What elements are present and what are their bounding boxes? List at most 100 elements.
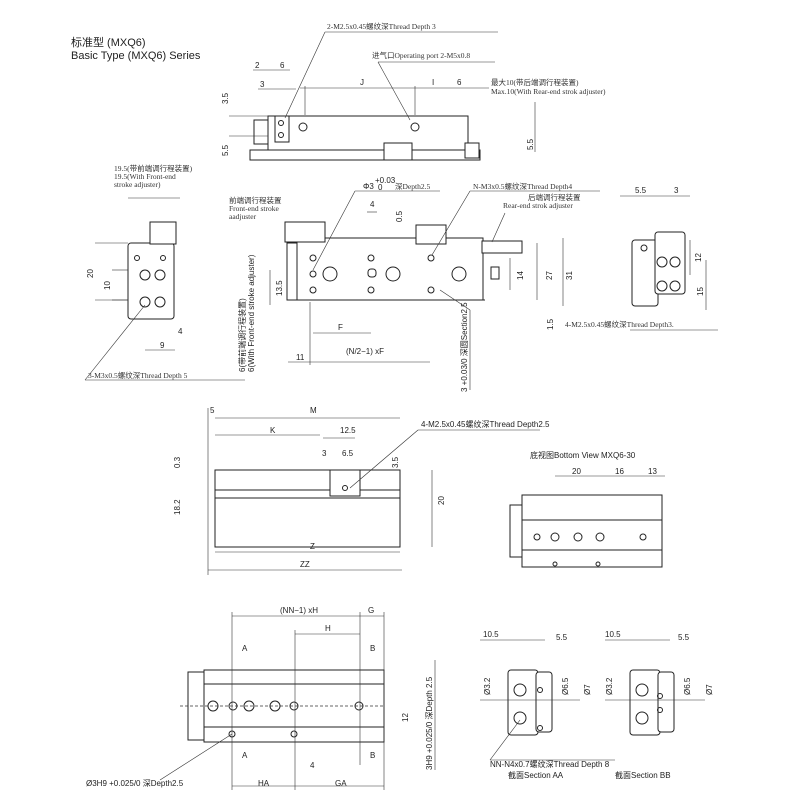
dim: 27 [545, 271, 554, 280]
dim: A [242, 644, 248, 653]
side-thread-note: 4-M2.5x0.45螺纹深Thread Depth2.5 [421, 419, 550, 429]
dim: Ø3.2 [605, 677, 614, 695]
dim: 6.5 [342, 449, 354, 458]
left-thread-note: 3-M3x0.5螺纹深Thread Depth 5 [88, 370, 188, 380]
dim: F [338, 323, 343, 332]
pin-note: Ø3H9 +0.025/0 深Depth2.5 [86, 779, 184, 788]
dim: K [270, 426, 276, 435]
dim: B [370, 644, 375, 653]
dim: 3.5 [221, 92, 230, 104]
rear-adj-cn: 后端调行程装置 [528, 192, 581, 202]
dim: 12 [694, 253, 703, 262]
dim: (NN−1) xH [280, 606, 318, 615]
dim: 6 [457, 78, 462, 87]
dim: Z [310, 542, 315, 551]
dim: A [242, 751, 248, 760]
dim: 20 [86, 269, 95, 278]
dim: G [368, 606, 374, 615]
thread-note: NN-N4x0.7螺纹深Thread Depth 8 [490, 759, 610, 769]
front-adj-en1: Front-end stroke [229, 204, 279, 213]
dim: 11 [296, 353, 305, 362]
dim: 10 [103, 281, 112, 290]
left-end-view: 19.5(带前端调行程装置) 19.5(With Front-end strok… [84, 163, 245, 381]
lower-view: (NN−1) xH G H A B A B 12 4 HA GA Ø3H9 +0… [86, 606, 436, 790]
side-note-en: 6(With Front-end stroke adjuster) [247, 254, 256, 372]
dim: 4 [310, 761, 315, 770]
pin-hole: Φ3 [363, 182, 374, 191]
top-view: 2-M2.5x0.45螺纹深Thread Depth 3 进气口Operatin… [221, 21, 606, 161]
dim: I [432, 78, 434, 87]
bottom-view-title: 底视图Bottom View MXQ6-30 [530, 450, 636, 460]
pin-tol-lower: 0 [378, 183, 383, 192]
right-thread-note: 4-M2.5x0.45螺纹深Thread Depth3. [565, 319, 674, 329]
section-aa: 10.5 5.5 Ø3.2 Ø6.5 Ø7 NN-N4x0.7螺纹深Thread… [480, 630, 615, 780]
section-bb: 10.5 5.5 Ø3.2 Ø6.5 Ø7 截面Section BB [605, 630, 714, 780]
dim: 3 [674, 186, 679, 195]
dim: 13.5 [275, 280, 284, 296]
left-note-en1: 19.5(With Front-end [114, 172, 176, 181]
dim: 12 [401, 713, 410, 722]
section-note: 3 +0.03/0 深圆Section2.5 [460, 302, 469, 392]
dim: 15 [696, 287, 705, 296]
dim: 1.5 [546, 318, 555, 330]
dim: H [325, 624, 331, 633]
pin-depth: 深Depth2.5 [395, 182, 430, 191]
dim: 5.5 [678, 633, 690, 642]
section-bb-label: 截面Section BB [615, 770, 671, 780]
dim: 16 [615, 467, 624, 476]
dim: 10.5 [483, 630, 499, 639]
dim: 3 [322, 449, 327, 458]
top-port-note: 进气口Operating port 2-M5x0.8 [372, 50, 470, 60]
dim: GA [335, 779, 347, 788]
dim: 14 [516, 271, 525, 280]
dim: ZZ [300, 560, 310, 569]
top-max-note-cn: 最大10(带后端调行程装置) [491, 77, 579, 87]
dim: 5.5 [526, 138, 535, 150]
bottom-view: 底视图Bottom View MXQ6-30 20 16 13 [509, 450, 665, 568]
dim: 10.5 [605, 630, 621, 639]
front-adj-cn: 前端调行程装置 [229, 195, 282, 205]
dim: 3.5 [391, 456, 400, 468]
dim: M [310, 406, 317, 415]
left-note-en2: stroke adjuster) [114, 180, 161, 189]
dim: 4 [370, 200, 375, 209]
dim: Ø7 [705, 684, 714, 695]
dim: Ø3.2 [483, 677, 492, 695]
dim: 13 [648, 467, 657, 476]
rear-adj-en: Rear-end strok adjuster [503, 201, 573, 210]
dim: 0.3 [173, 456, 182, 468]
dim: 5 [210, 406, 215, 415]
dim: 5.5 [635, 186, 647, 195]
dim: 5.5 [221, 144, 230, 156]
holes [309, 254, 467, 294]
dim: 2 [255, 61, 260, 70]
dim: B [370, 751, 375, 760]
left-note-cn: 19.5(带前端调行程装置) [114, 163, 193, 173]
dim: 9 [160, 341, 165, 350]
dim: 18.2 [173, 499, 182, 515]
dim: 6 [280, 61, 285, 70]
main-view: 前端调行程装置 Front-end stroke aadjuster Φ3 +0… [229, 176, 600, 392]
title-cn: 标准型 (MXQ6) [71, 35, 146, 49]
side-view: 5 M K 12.5 3 6.5 3.5 0.3 18.2 20 Z ZZ 4-… [173, 406, 550, 575]
dim: 31 [565, 271, 574, 280]
dim: Ø7 [583, 684, 592, 695]
n-thread-note: N-M3x0.5螺纹深Thread Depth4 [473, 181, 572, 191]
dim: Ø6.5 [561, 677, 570, 695]
formula: (N/2−1) xF [346, 347, 384, 356]
pin-tol-upper: +0.03 [375, 176, 396, 185]
side-note-cn: 6(带前端调行程装置) [237, 298, 247, 372]
dim: 3 [260, 80, 265, 89]
title-en: Basic Type (MXQ6) Series [71, 50, 201, 62]
dim: 12.5 [340, 426, 356, 435]
right-end-view: 5.5 3 12 15 4-M2.5x0.45螺纹深Thread Depth3. [565, 186, 718, 331]
lower-side-note: 3H9 +0.025/0 深Depth 2.5 [425, 676, 434, 770]
dim: 4 [178, 327, 183, 336]
top-thread-note: 2-M2.5x0.45螺纹深Thread Depth 3 [327, 21, 436, 31]
front-adj-en2: aadjuster [229, 212, 257, 221]
dim: 20 [437, 496, 446, 505]
dim: HA [258, 779, 270, 788]
dim: 0.5 [395, 210, 404, 222]
dim: J [360, 78, 364, 87]
